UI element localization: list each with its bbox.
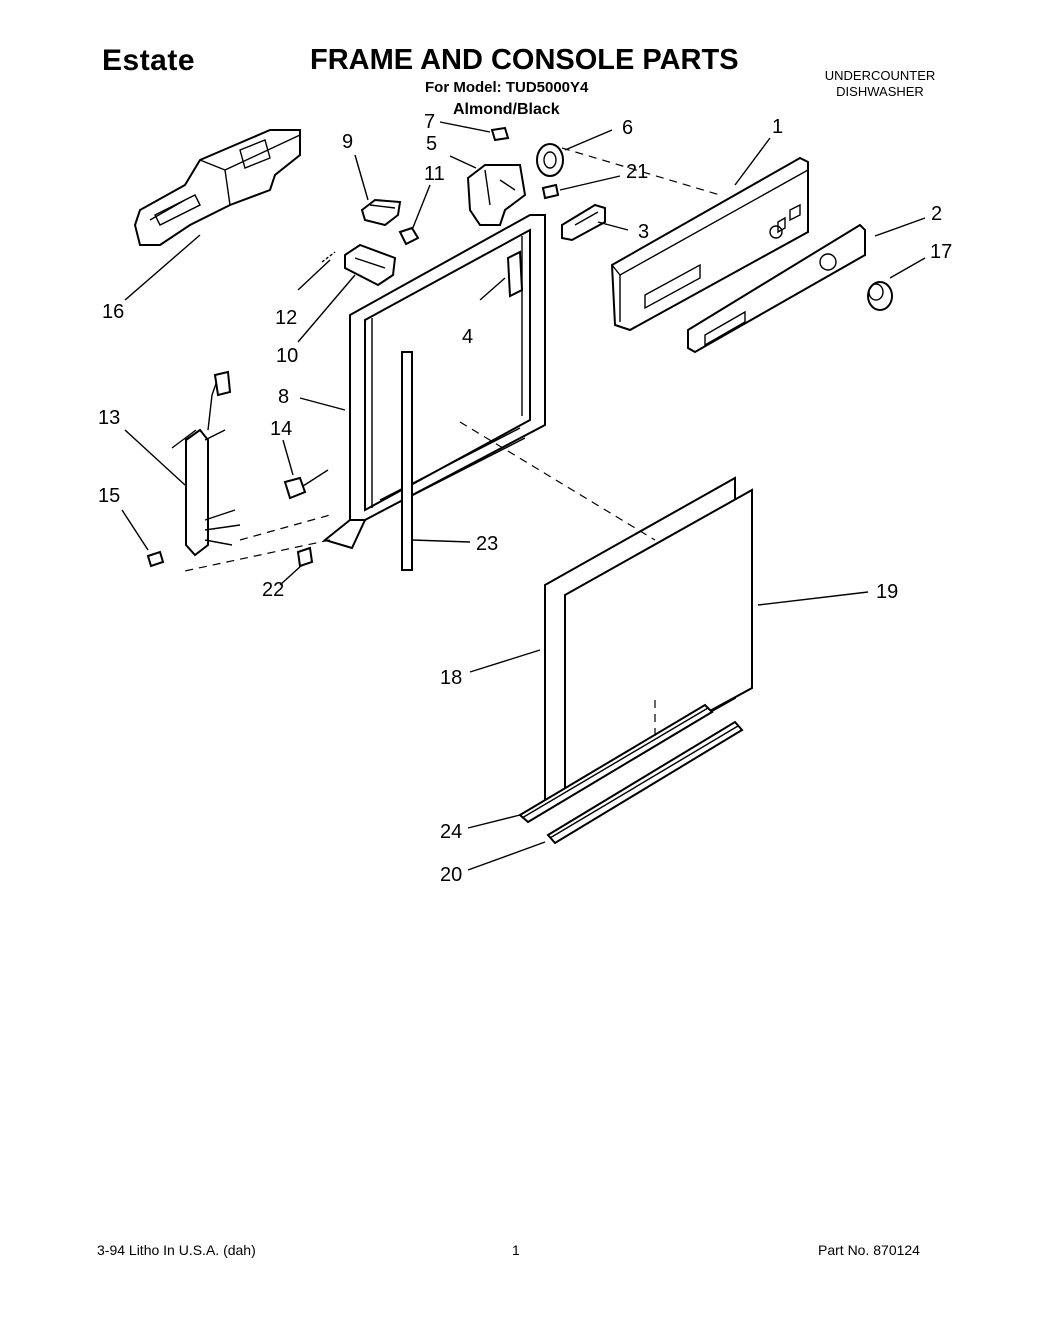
callout-11: 11	[424, 163, 445, 185]
product-type-line2: DISHWASHER	[836, 84, 924, 99]
callout-18: 18	[440, 667, 462, 689]
footer-page-number: 1	[512, 1242, 520, 1258]
part-2-console-overlay	[687, 223, 866, 354]
part-17-knob	[867, 281, 893, 311]
callout-19: 19	[876, 581, 898, 603]
callout-2: 2	[931, 203, 942, 225]
callout-5: 5	[426, 133, 437, 155]
assembly-lines	[179, 147, 721, 740]
part-9-switch	[360, 198, 402, 227]
callout-3: 3	[638, 221, 649, 243]
part-13-wire-harness	[171, 370, 241, 557]
part-5-control	[466, 164, 527, 226]
callout-12: 12	[275, 307, 297, 329]
part-4-latch	[506, 250, 524, 298]
callout-24: 24	[440, 821, 462, 843]
callout-13: 13	[98, 407, 120, 429]
callout-17: 17	[930, 241, 952, 263]
part-24-bottom-trim	[518, 703, 714, 824]
page-title: FRAME AND CONSOLE PARTS	[310, 44, 739, 76]
part-21-screw	[541, 183, 560, 200]
part-3-bracket	[561, 203, 606, 242]
callout-16: 16	[102, 301, 124, 323]
callout-23: 23	[476, 533, 498, 555]
color-line: Almond/Black	[453, 101, 560, 118]
footer-part-number: Part No. 870124	[818, 1242, 920, 1258]
product-type: UNDERCOUNTER DISHWASHER	[812, 68, 948, 100]
part-14-plug	[283, 469, 329, 500]
callout-15: 15	[98, 485, 120, 507]
part-19-panel-front	[564, 488, 753, 792]
callout-14: 14	[270, 418, 292, 440]
callout-labels: 1 2 3 4 5 6 7 8 9 10 11 12 13 14 15 16 1…	[98, 111, 952, 886]
brand-logo: Estate	[102, 44, 196, 77]
part-12-spring	[321, 251, 336, 263]
part-1-console	[610, 156, 809, 332]
callout-1: 1	[772, 116, 783, 138]
callout-10: 10	[276, 345, 298, 367]
callout-6: 6	[622, 117, 633, 139]
part-15-screw	[146, 550, 165, 568]
product-type-line1: UNDERCOUNTER	[824, 68, 936, 83]
callout-8: 8	[278, 386, 289, 408]
leader-lines	[121, 121, 926, 871]
part-10-bracket	[344, 243, 397, 287]
callout-22: 22	[262, 579, 284, 601]
part-20-bottom-trim-lower	[546, 720, 744, 845]
footer-litho: 3-94 Litho In U.S.A. (dah)	[97, 1242, 256, 1258]
part-16-vent-housing	[133, 129, 301, 246]
part-6-dial	[536, 143, 564, 177]
part-23-gasket-strip	[401, 351, 413, 571]
callout-9: 9	[342, 131, 353, 153]
part-7-screw	[490, 126, 510, 142]
callout-20: 20	[440, 864, 462, 886]
callout-7: 7	[424, 111, 435, 133]
callout-4: 4	[462, 326, 473, 348]
callout-21: 21	[626, 161, 648, 183]
part-11-clip	[398, 226, 420, 246]
part-22-clip	[296, 546, 314, 568]
model-line: For Model: TUD5000Y4	[425, 79, 589, 96]
